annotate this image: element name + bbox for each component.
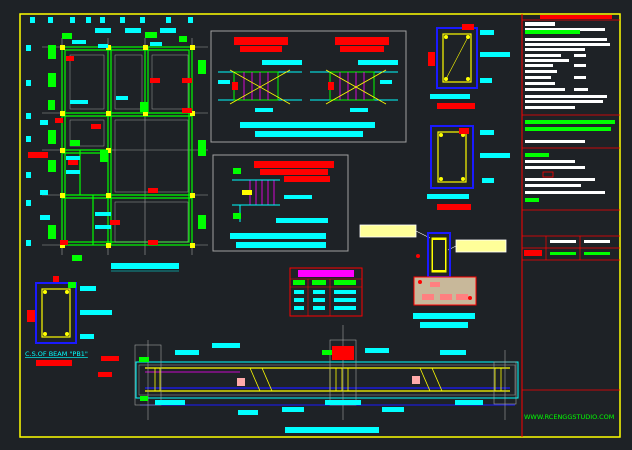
floor-plan[interactable] <box>26 17 208 272</box>
floor-plan-title <box>111 263 179 269</box>
footing-detail[interactable] <box>359 224 507 328</box>
schedule-table[interactable] <box>289 267 363 317</box>
column-section-2[interactable] <box>427 125 510 210</box>
beam-cross-section-pb1[interactable]: C.S.OF BEAM "PB1" <box>25 276 112 366</box>
drawing-frame <box>19 13 621 438</box>
title-block[interactable]: WWW.RCENGGSTUDIO.COM <box>521 14 620 437</box>
section-title: C.S.OF BEAM "PB1" <box>25 350 88 358</box>
beam-section-detail[interactable] <box>210 30 407 143</box>
website-text: WWW.RCENGGSTUDIO.COM <box>524 413 614 421</box>
beam-elevation[interactable] <box>98 325 519 433</box>
column-section-1[interactable] <box>428 24 510 109</box>
slab-detail[interactable] <box>212 154 349 252</box>
